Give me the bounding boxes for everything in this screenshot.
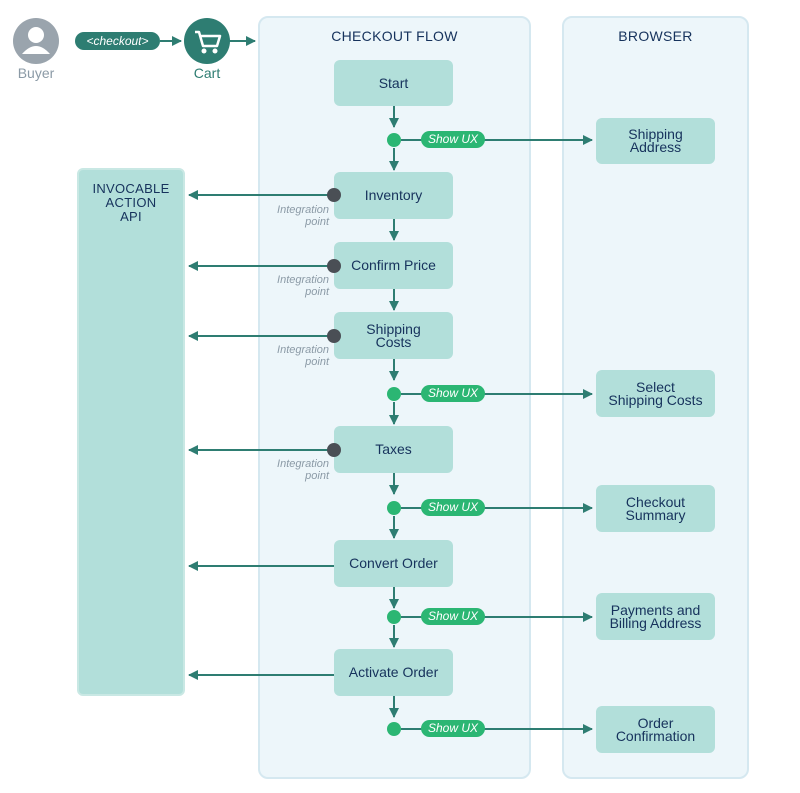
integration-point-dot <box>327 329 341 343</box>
browser-payments-billing: Payments and Billing Address <box>596 593 715 640</box>
step-start: Start <box>334 60 453 106</box>
buyer-label: Buyer <box>17 65 55 81</box>
step-taxes: Taxes <box>334 426 453 473</box>
show-ux-badge: Show UX <box>421 131 485 148</box>
show-ux-badge: Show UX <box>421 720 485 737</box>
integration-point-dot <box>327 188 341 202</box>
browser-select-shipping-costs: Select Shipping Costs <box>596 370 715 417</box>
step-activate-order: Activate Order <box>334 649 453 696</box>
browser-checkout-summary: Checkout Summary <box>596 485 715 532</box>
browser-lane: BROWSER <box>562 16 749 779</box>
show-ux-badge: Show UX <box>421 385 485 402</box>
show-ux-dot <box>387 722 401 736</box>
show-ux-dot <box>387 501 401 515</box>
step-confirm-price: Confirm Price <box>334 242 453 289</box>
browser-shipping-address: Shipping Address <box>596 118 715 164</box>
step-convert-order: Convert Order <box>334 540 453 587</box>
integration-point-dot <box>327 443 341 457</box>
buyer-avatar-icon <box>13 18 59 64</box>
cart-label: Cart <box>193 65 221 81</box>
browser-order-confirmation: Order Confirmation <box>596 706 715 753</box>
integration-point-label: Integration point <box>277 274 329 298</box>
show-ux-dot <box>387 133 401 147</box>
integration-point-label: Integration point <box>277 204 329 228</box>
integration-point-label: Integration point <box>277 458 329 482</box>
invocable-action-api-label: INVOCABLE ACTION API <box>92 181 170 224</box>
invocable-action-api-column: INVOCABLE ACTION API <box>77 168 185 696</box>
integration-point-dot <box>327 259 341 273</box>
buyer-actor: Buyer <box>12 18 60 81</box>
integration-point-label: Integration point <box>277 344 329 368</box>
show-ux-dot <box>387 610 401 624</box>
browser-lane-title: BROWSER <box>618 28 693 44</box>
step-shipping-costs: Shipping Costs <box>334 312 453 359</box>
checkout-tag: <checkout> <box>75 32 160 50</box>
show-ux-badge: Show UX <box>421 499 485 516</box>
show-ux-badge: Show UX <box>421 608 485 625</box>
cart-actor: Cart <box>183 18 231 81</box>
checkout-flow-lane-title: CHECKOUT FLOW <box>331 28 458 44</box>
shopping-cart-icon <box>184 18 230 64</box>
step-inventory: Inventory <box>334 172 453 219</box>
show-ux-dot <box>387 387 401 401</box>
